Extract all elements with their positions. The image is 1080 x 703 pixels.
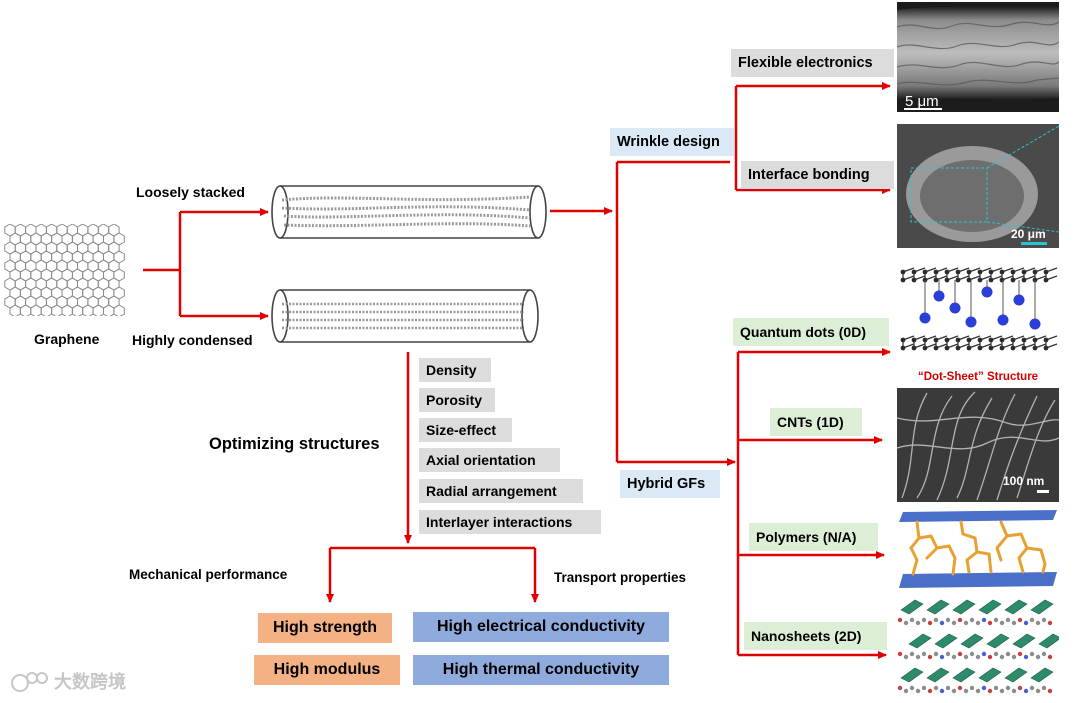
quantum-dots-label: Quantum dots (0D) (733, 318, 889, 346)
watermark-logo-icon (11, 672, 48, 692)
dot-sheet-structure-image: “Dot-Sheet” Structure (895, 262, 1061, 382)
hybrid-gfs-label: Hybrid GFs (620, 470, 720, 498)
cnts-sem-image: 100 nm (897, 388, 1059, 502)
param-density: Density (419, 358, 491, 382)
optimizing-structures-label: Optimizing structures (209, 435, 380, 453)
transport-properties-label: Transport properties (554, 570, 687, 585)
param-radial-arrangement: Radial arrangement (419, 479, 583, 503)
flexible-electronics-label: Flexible electronics (731, 49, 894, 77)
scale-5um-label: 5 μm (905, 93, 939, 110)
cross-section-sem-image: 20 μm (897, 124, 1059, 248)
wrinkle-design-label: Wrinkle design (610, 128, 734, 156)
param-size-effect: Size-effect (419, 418, 512, 442)
watermark-text: 大数跨境 (54, 672, 126, 693)
interface-bonding-label: Interface bonding (741, 161, 894, 189)
mechanical-performance-label: Mechanical performance (129, 567, 288, 582)
nanosheets-label: Nanosheets (2D) (744, 622, 887, 650)
loosely-stacked-label: Loosely stacked (136, 184, 245, 200)
wrinkled-fiber-sem-image: 5 μm (897, 2, 1059, 112)
watermark: 大数跨境 (10, 668, 126, 694)
highly-condensed-fiber-image (271, 289, 539, 343)
dot-sheet-caption: “Dot-Sheet” Structure (918, 371, 1038, 382)
param-porosity: Porosity (419, 388, 495, 412)
scale-20um-label: 20 μm (1011, 227, 1046, 241)
graphene-lattice-image (4, 224, 125, 316)
high-electrical-conductivity-box: High electrical conductivity (413, 612, 669, 642)
graphene-label: Graphene (34, 331, 100, 347)
param-interlayer-interactions: Interlayer interactions (419, 510, 601, 534)
nanosheets-structure-image (897, 596, 1059, 700)
high-modulus-box: High modulus (254, 655, 400, 685)
high-thermal-conductivity-box: High thermal conductivity (413, 655, 669, 685)
high-strength-box: High strength (258, 613, 392, 643)
param-axial-orientation: Axial orientation (419, 448, 560, 472)
polymers-label: Polymers (N/A) (749, 523, 878, 551)
highly-condensed-label: Highly condensed (132, 332, 253, 348)
polymers-structure-image (899, 510, 1057, 588)
loosely-stacked-fiber-image (271, 185, 547, 239)
scale-100nm-label: 100 nm (1003, 474, 1044, 488)
cnts-label: CNTs (1D) (770, 408, 862, 436)
